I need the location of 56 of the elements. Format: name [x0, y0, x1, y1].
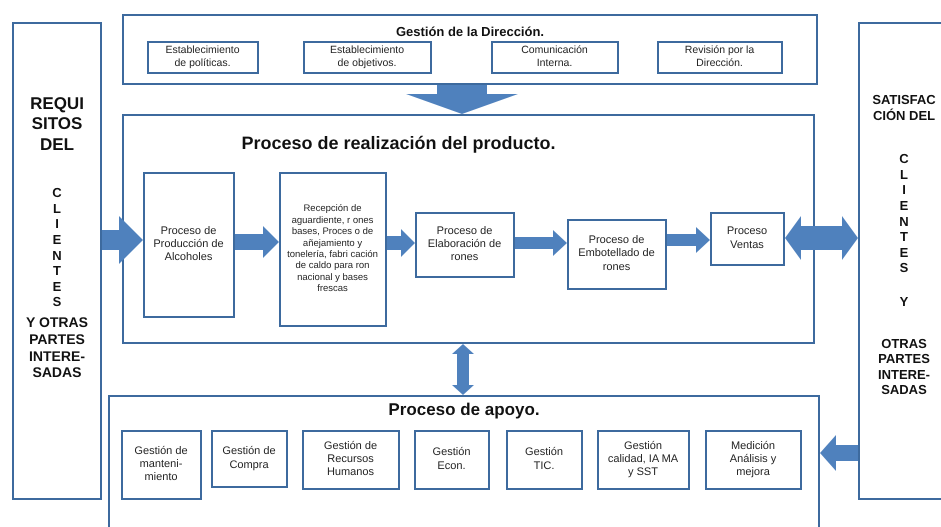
process-box [656, 40, 782, 74]
side-label: Y [898, 294, 910, 310]
block-arrow [406, 85, 518, 114]
block-arrow [515, 230, 567, 256]
process-box [302, 40, 432, 74]
process-box [704, 430, 802, 490]
box-label: Gestión de Compra [221, 445, 277, 472]
process-box [566, 218, 666, 290]
process-box [120, 430, 202, 500]
panel-title: Proceso de apoyo. [388, 400, 540, 420]
process-box [490, 40, 618, 74]
process-box [596, 430, 690, 490]
side-label: SATISFAC CIÓN DEL [871, 92, 937, 124]
block-arrow [785, 216, 858, 260]
process-box [146, 40, 258, 74]
side-label: OTRAS PARTES INTERE- SADAS [877, 336, 931, 398]
process-box [210, 430, 288, 488]
block-arrow [387, 229, 415, 257]
box-label: Gestión calidad, IA MA y SST [606, 440, 680, 480]
side-label: Y OTRAS PARTES INTERE- SADAS [25, 314, 89, 382]
box-label: Proceso de Elaboración de rones [426, 224, 502, 264]
process-box [278, 172, 386, 326]
process-box [414, 430, 490, 490]
box-label: Proceso de Producción de Alcoholes [152, 224, 225, 264]
process-panel [122, 114, 815, 344]
stakeholder-panel [858, 22, 941, 500]
box-label: Proceso Ventas [726, 225, 768, 252]
process-panel [108, 395, 820, 527]
block-arrow [102, 216, 143, 264]
box-label: Proceso de Embotellado de rones [577, 234, 656, 274]
side-label: C L I E N T E S [898, 151, 910, 276]
box-label: Revisión por la Dirección. [684, 44, 756, 70]
block-arrow [820, 435, 858, 471]
block-arrow [667, 227, 710, 253]
process-panel [122, 14, 818, 85]
process-box [710, 212, 784, 266]
process-box [142, 172, 234, 318]
process-box [414, 212, 514, 278]
box-label: Recepción de aguardiente, r ones bases, Proces o de añejamiento y tonelería, fabri cación de caldo para ron nacional y bases frescas [286, 203, 379, 295]
stakeholder-panel [12, 22, 102, 500]
box-label: Comunicación Interna. [520, 44, 588, 70]
block-arrow [452, 344, 474, 395]
box-label: Medición Análisis y mejora [728, 440, 778, 480]
panel-title: Gestión de la Dirección. [396, 24, 544, 39]
side-label: C L I E N T E S [51, 185, 63, 310]
box-label: Establecimiento de objetivos. [328, 44, 406, 70]
side-label: REQUI SITOS DEL [29, 94, 85, 156]
process-box [506, 430, 582, 490]
box-label: Establecimiento de políticas. [164, 44, 241, 70]
block-arrow [235, 226, 279, 258]
box-label: Gestión de Recursos Humanos [322, 440, 378, 480]
box-label: Gestión Econ. [432, 446, 472, 473]
panel-title: Proceso de realización del producto. [241, 133, 556, 154]
box-label: Gestión TIC. [524, 446, 564, 473]
process-box [302, 430, 400, 490]
box-label: Gestión de manteni- miento [133, 444, 189, 484]
